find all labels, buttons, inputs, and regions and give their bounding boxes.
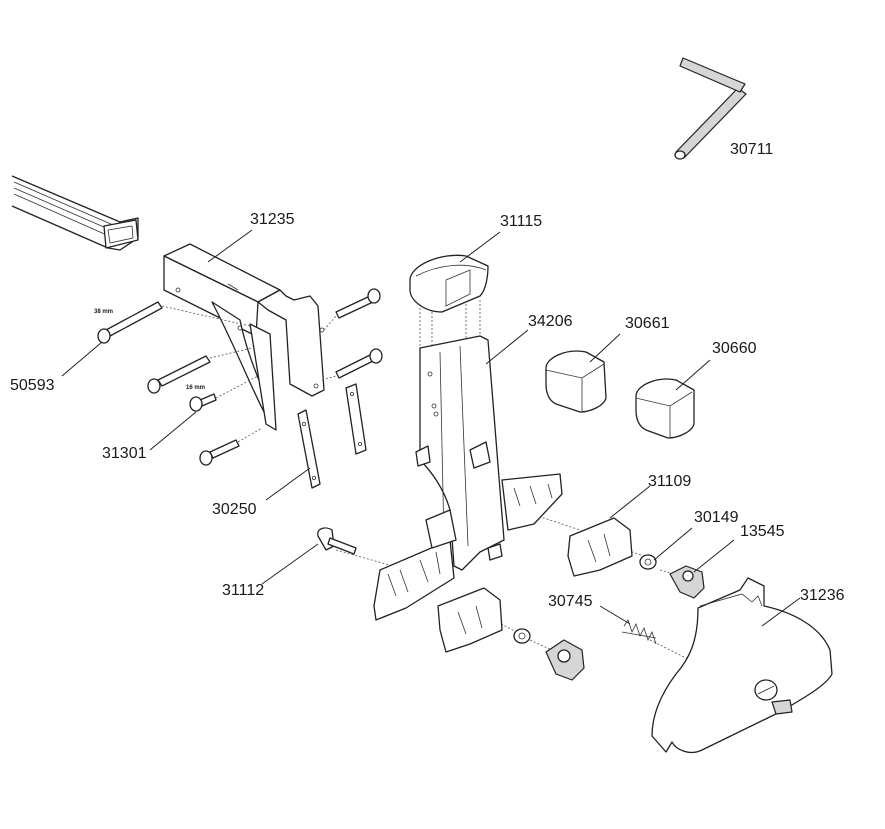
cover-part bbox=[651, 577, 833, 754]
clamp-pad-part-2 bbox=[437, 587, 503, 653]
leader-lines bbox=[61, 229, 801, 627]
label-30149: 30149 bbox=[694, 509, 739, 526]
screw-lower bbox=[199, 439, 240, 466]
washer-part bbox=[639, 554, 657, 570]
label-30661: 30661 bbox=[625, 315, 670, 332]
main-tower-part bbox=[373, 335, 563, 621]
knob-part bbox=[669, 565, 705, 599]
top-cap-part bbox=[409, 254, 489, 313]
label-31235: 31235 bbox=[250, 211, 295, 228]
label-30745: 30745 bbox=[548, 593, 593, 610]
allen-key-part bbox=[674, 57, 747, 160]
end-cap-30661 bbox=[545, 350, 607, 413]
label-31301: 31301 bbox=[102, 445, 147, 462]
knob-part-2 bbox=[545, 639, 585, 681]
screw-16mm bbox=[189, 393, 217, 412]
screw-38mm bbox=[97, 301, 163, 344]
label-50593: 50593 bbox=[10, 377, 55, 394]
bolt-part bbox=[317, 527, 357, 555]
dimension-38mm: 38 mm bbox=[94, 309, 113, 315]
screw-right-upper bbox=[335, 288, 381, 319]
label-31112: 31112 bbox=[222, 582, 264, 599]
plate-part-2 bbox=[345, 383, 367, 455]
label-30250: 30250 bbox=[212, 501, 257, 518]
roof-bar-part bbox=[11, 175, 139, 251]
label-30660: 30660 bbox=[712, 340, 757, 357]
end-cap-30660 bbox=[635, 378, 695, 439]
washer-part-2 bbox=[513, 628, 531, 644]
label-34206: 34206 bbox=[528, 313, 573, 330]
label-13545: 13545 bbox=[740, 523, 785, 540]
label-30711: 30711 bbox=[730, 141, 773, 158]
dimension-16mm: 16 mm bbox=[186, 385, 205, 391]
bracket-part bbox=[163, 243, 325, 431]
plate-part bbox=[297, 409, 321, 489]
clamp-pad-part bbox=[567, 517, 633, 577]
screw-right-lower bbox=[335, 348, 383, 379]
label-31236: 31236 bbox=[800, 587, 845, 604]
screw-long bbox=[147, 355, 211, 394]
label-31109: 31109 bbox=[648, 473, 691, 490]
label-31115: 31115 bbox=[500, 213, 542, 230]
